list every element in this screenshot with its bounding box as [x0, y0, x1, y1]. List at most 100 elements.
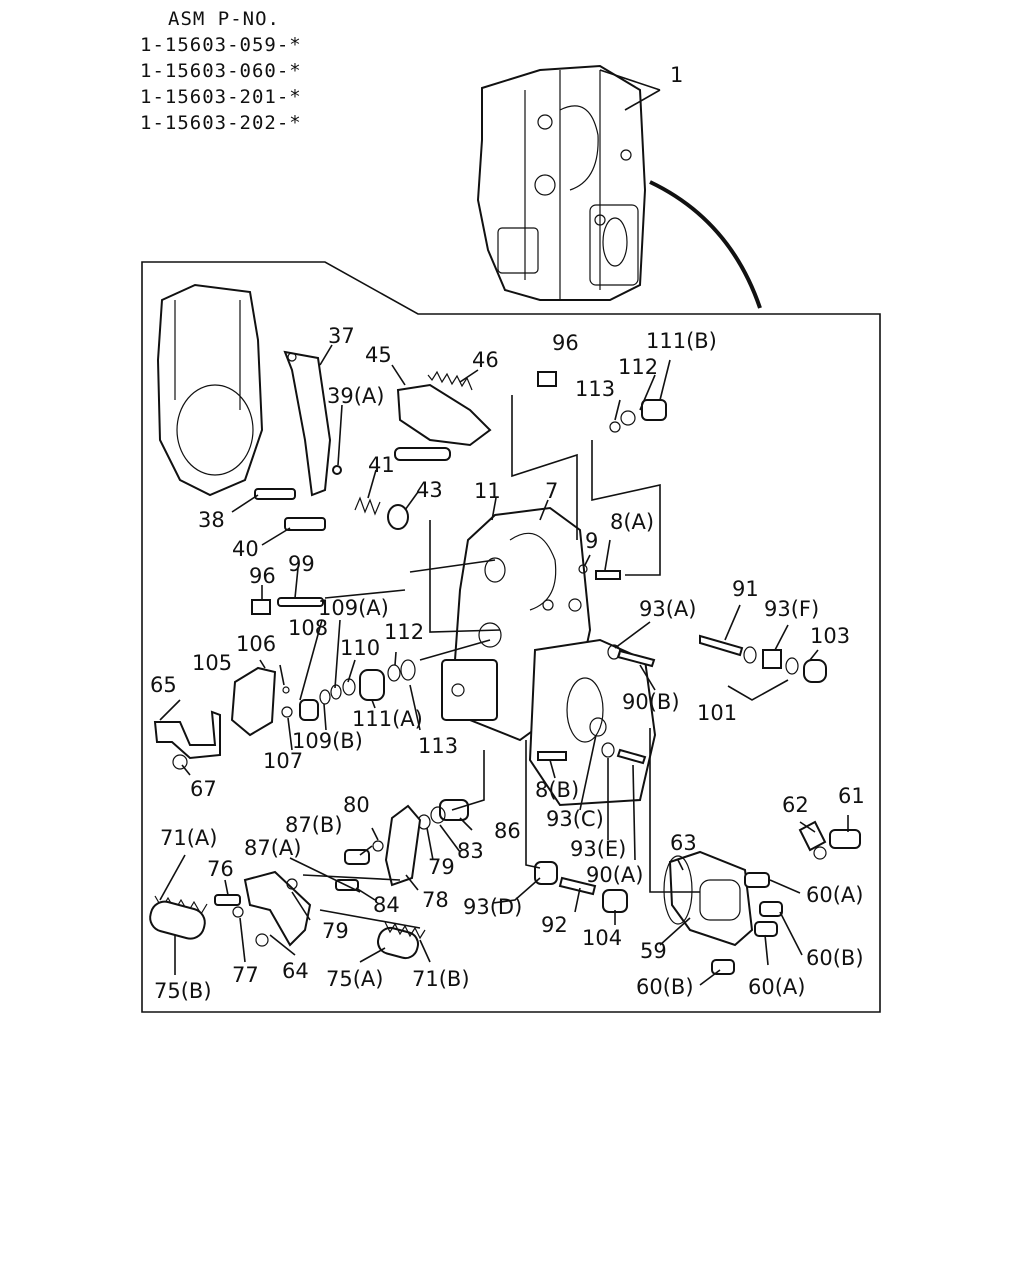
- callout-79-upper: 79: [428, 855, 455, 879]
- callout-90b: 90(B): [622, 690, 680, 714]
- callout-107: 107: [263, 749, 303, 773]
- callout-60a-bottom: 60(A): [748, 975, 805, 999]
- clip-39a: [332, 465, 342, 475]
- callout-93d: 93(D): [463, 895, 522, 919]
- clip-113: [400, 659, 416, 681]
- bracket-65: [153, 710, 221, 760]
- lever-45-spring-46: [394, 370, 492, 461]
- callout-64: 64: [282, 959, 309, 983]
- callout-76: 76: [207, 857, 234, 881]
- plug-111a: [359, 669, 385, 701]
- callout-8a: 8(A): [610, 510, 654, 534]
- part-number-1: 1-15603-059-*: [140, 34, 302, 56]
- callout-101: 101: [697, 701, 737, 725]
- bolt-76: [214, 894, 241, 906]
- assembly-header: ASM P-NO. 1-15603-059-* 1-15603-060-* 1-…: [140, 6, 302, 136]
- stud-90a: [616, 748, 647, 765]
- callout-59: 59: [640, 939, 667, 963]
- callout-46: 46: [472, 348, 499, 372]
- callout-93c: 93(C): [546, 807, 604, 831]
- callout-96-left: 96: [249, 564, 276, 588]
- pin-87b: [344, 849, 370, 865]
- callout-113: 113: [418, 734, 458, 758]
- plug-96-left: [251, 599, 271, 615]
- callout-105: 105: [192, 651, 232, 675]
- nut-93c: [589, 717, 607, 737]
- callout-11: 11: [474, 479, 501, 503]
- part-number-4: 1-15603-202-*: [140, 112, 302, 134]
- cap-104: [602, 889, 628, 913]
- shim-109b: [319, 689, 331, 705]
- governor-assembly-drawing: [476, 64, 647, 301]
- callout-79-lower: 79: [322, 919, 349, 943]
- callout-83: 83: [457, 839, 484, 863]
- bracket-62: [798, 820, 827, 852]
- cap-103: [803, 659, 827, 683]
- callout-63: 63: [670, 831, 697, 855]
- bolt-8a: [595, 570, 621, 580]
- callout-93e: 93(E): [570, 837, 626, 861]
- detail-frame: [141, 261, 881, 1013]
- plug-111b: [641, 399, 667, 421]
- callout-84: 84: [373, 893, 400, 917]
- nut-43: [387, 504, 409, 530]
- detail-arrow: [649, 180, 762, 309]
- callout-7: 7: [545, 479, 558, 503]
- stud-90b: [616, 649, 656, 668]
- callout-40: 40: [232, 537, 259, 561]
- bolt-67: [172, 754, 188, 770]
- callout-112: 112: [384, 620, 424, 644]
- callout-91: 91: [732, 577, 759, 601]
- bolt-60b-1: [759, 901, 783, 917]
- callout-71a: 71(A): [160, 826, 217, 850]
- callout-93a: 93(A): [639, 597, 696, 621]
- callout-111b: 111(B): [646, 329, 717, 353]
- bolt-92: [558, 876, 597, 896]
- washer-77: [232, 906, 244, 918]
- nut-93a: [607, 644, 621, 660]
- oring-112-top: [620, 410, 636, 426]
- collar-108: [299, 699, 319, 721]
- pin-99: [277, 597, 324, 607]
- pivot-64: [255, 933, 269, 947]
- callout-108: 108: [288, 616, 328, 640]
- callout-77: 77: [232, 963, 259, 987]
- pin-106: [282, 686, 290, 694]
- callout-1: 1: [670, 63, 683, 87]
- bolt-8b: [537, 751, 567, 761]
- callout-60a-upper: 60(A): [806, 883, 863, 907]
- bolt-60b-2: [711, 959, 735, 975]
- sleeve-75b: [149, 900, 206, 940]
- callout-111a: 111(A): [352, 707, 423, 731]
- callout-75a: 75(A): [326, 967, 383, 991]
- callout-109a: 109(A): [318, 596, 389, 620]
- callout-80: 80: [343, 793, 370, 817]
- callout-45: 45: [365, 343, 392, 367]
- leader-lines: [159, 344, 849, 986]
- lever-64: [243, 870, 312, 947]
- callout-92: 92: [541, 913, 568, 937]
- callout-113-top: 113: [575, 377, 615, 401]
- callout-75b: 75(B): [154, 979, 212, 1003]
- washer-9: [578, 564, 588, 574]
- washer-101: [743, 646, 757, 664]
- callout-78: 78: [422, 888, 449, 912]
- leader-1: [599, 69, 661, 111]
- bolt-38: [254, 488, 296, 500]
- bolt-40: [284, 517, 326, 531]
- part-number-3: 1-15603-201-*: [140, 86, 302, 108]
- washer-83: [430, 806, 446, 824]
- callout-60b-bottom: 60(B): [636, 975, 694, 999]
- nut-93e: [601, 742, 615, 758]
- governor-housing-left: [156, 283, 264, 497]
- callout-labels: 1 37 45 46 39(A) 41 43 38 40 96 99 96 11…: [150, 63, 865, 1003]
- lever-37: [283, 350, 332, 497]
- callout-60b-right: 60(B): [806, 946, 864, 970]
- washer-62: [813, 846, 827, 860]
- callout-8b: 8(B): [535, 778, 579, 802]
- callout-71b: 71(B): [412, 967, 470, 991]
- washer-80: [372, 840, 384, 852]
- callout-65: 65: [150, 673, 177, 697]
- callout-9: 9: [585, 529, 598, 553]
- plug-96-top: [537, 371, 557, 387]
